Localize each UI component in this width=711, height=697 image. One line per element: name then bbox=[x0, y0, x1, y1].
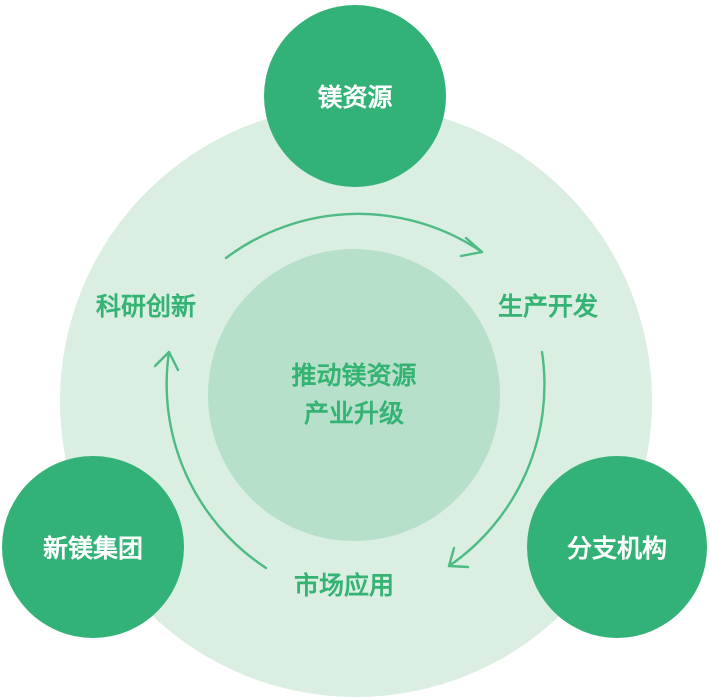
label-research-innovation: 科研创新 bbox=[96, 292, 197, 321]
node-xinmei-group: 新镁集团 bbox=[2, 456, 184, 638]
node-branches: 分支机构 bbox=[527, 456, 707, 638]
center-line-1: 推动镁资源 bbox=[291, 361, 417, 390]
arrow-right-head bbox=[447, 546, 470, 569]
arrow-right bbox=[447, 350, 546, 568]
label-market-application: 市场应用 bbox=[294, 571, 395, 600]
arrow-left bbox=[165, 350, 268, 570]
label-production-development: 生产开发 bbox=[498, 292, 599, 321]
node-magnesium-resource: 镁资源 bbox=[264, 5, 446, 187]
node-branches-label: 分支机构 bbox=[566, 534, 667, 563]
center-circle bbox=[208, 249, 500, 541]
center-text: 推动镁资源 产业升级 bbox=[208, 249, 500, 541]
arrow-top-head bbox=[459, 236, 484, 258]
center-line-2: 产业升级 bbox=[303, 399, 404, 428]
arrow-top bbox=[224, 212, 484, 260]
node-xinmei-group-label: 新镁集团 bbox=[42, 534, 143, 563]
arrow-left-head bbox=[153, 350, 180, 372]
node-magnesium-resource-label: 镁资源 bbox=[317, 83, 393, 112]
